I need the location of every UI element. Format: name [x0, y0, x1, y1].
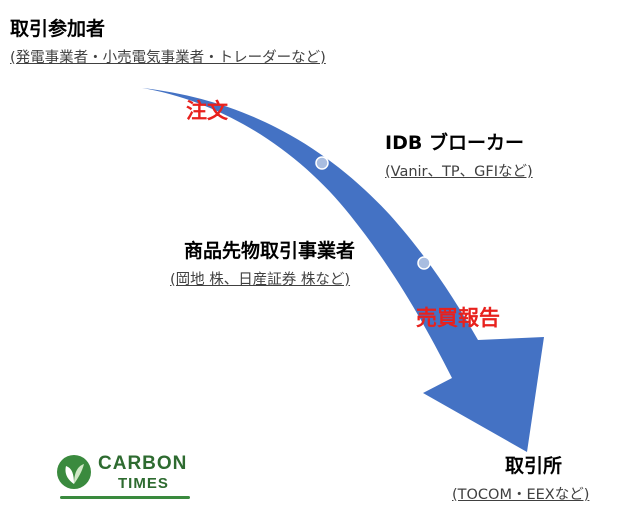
logo-line1: CARBON [98, 453, 188, 474]
participants-subtitle: (発電事業者・小売電気事業者・トレーダーなど) [10, 50, 326, 66]
idb-subtitle: (Vanir、TP、GFIなど) [385, 164, 533, 180]
trade-report-label: 売買報告 [416, 306, 500, 330]
carbon-times-logo: CARBON TIMES [56, 452, 196, 504]
futures-title: 商品先物取引事業者 [184, 240, 356, 262]
exchange-subtitle: (TOCOM・EEXなど) [452, 487, 590, 503]
exchange-title: 取引所 [505, 455, 563, 477]
idb-title: IDB ブローカー [385, 132, 524, 154]
flow-node-futures [417, 256, 431, 270]
logo-line2: TIMES [118, 475, 169, 492]
flow-node-idb [315, 156, 329, 170]
flow-arrow [142, 88, 544, 452]
leaf-icon [57, 455, 91, 489]
order-label: 注文 [186, 99, 228, 123]
futures-subtitle: (岡地 株、日産証券 株など) [170, 272, 351, 288]
logo-underline [60, 496, 190, 499]
participants-title: 取引参加者 [10, 18, 106, 40]
